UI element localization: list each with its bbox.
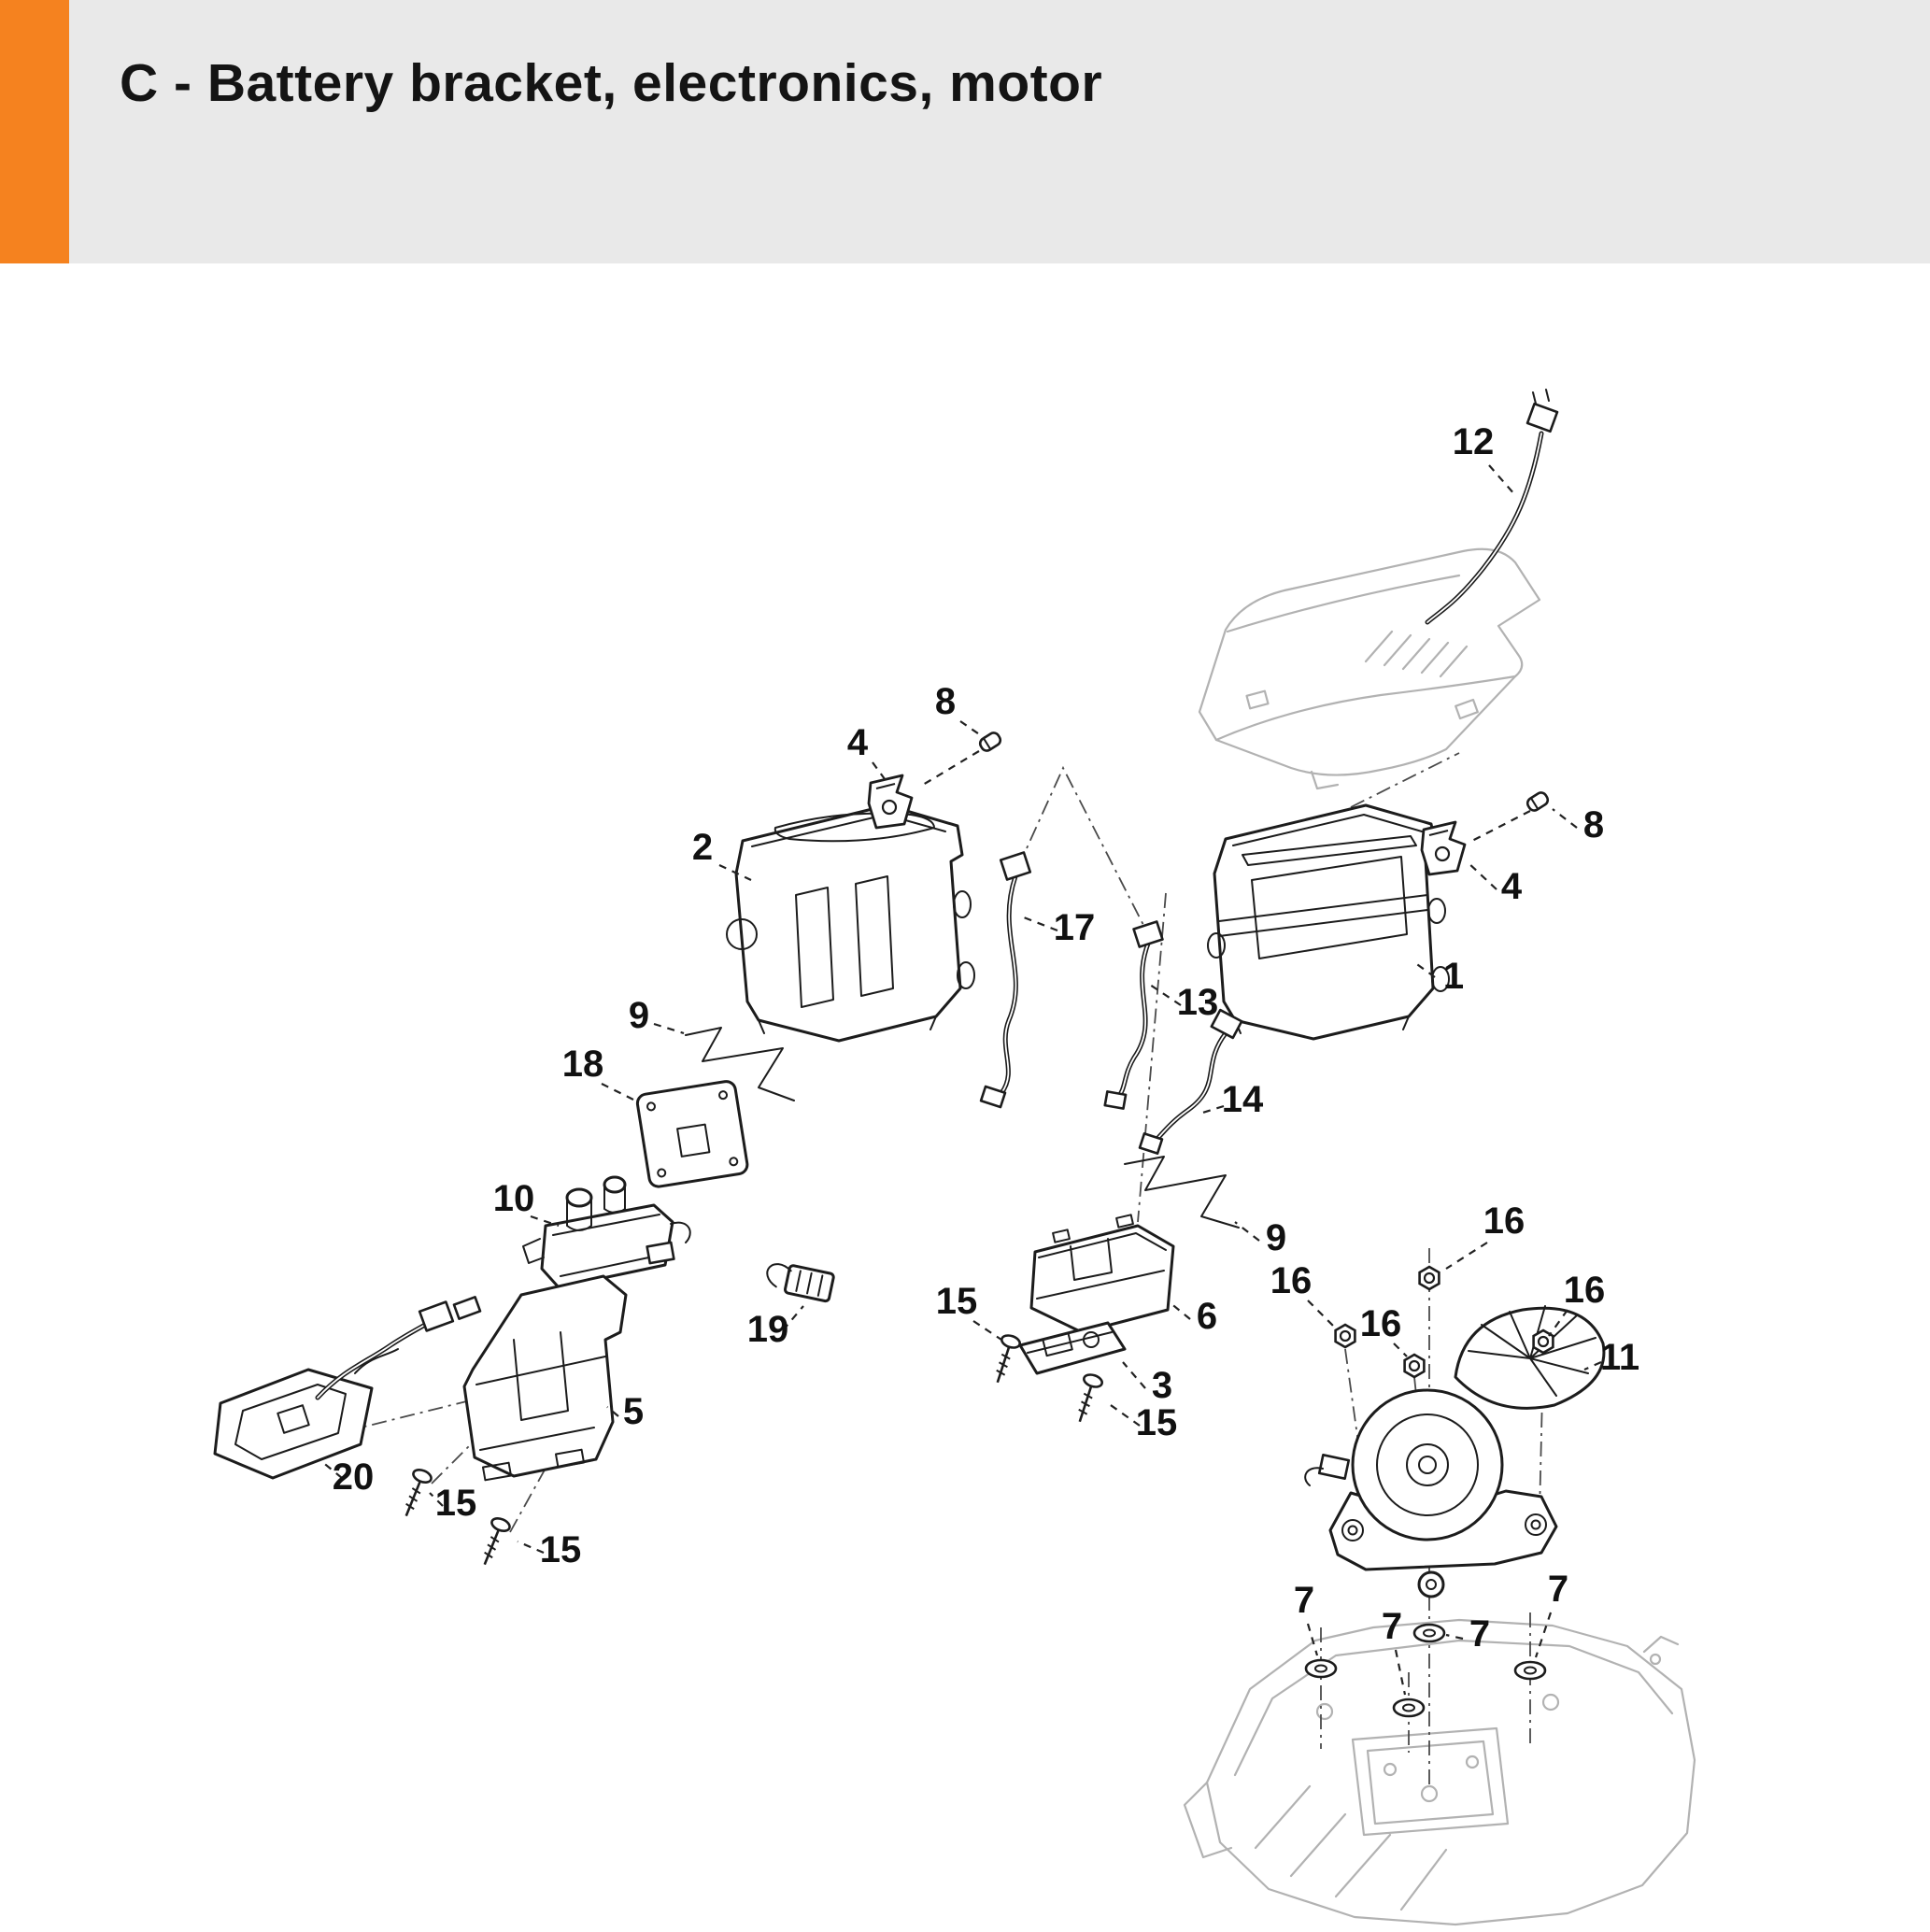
part-number-label-11: 11 <box>1600 1337 1639 1378</box>
washer-7-c <box>1392 1698 1426 1718</box>
part-number-label-16: 16 <box>1483 1200 1526 1242</box>
cap-8-right <box>1524 788 1552 815</box>
part-number-label-7: 7 <box>1294 1580 1314 1621</box>
nut-16-b <box>1334 1323 1356 1349</box>
part-number-label-15: 15 <box>936 1281 978 1322</box>
part-number-label-17: 17 <box>1054 907 1096 948</box>
page-title: C - Battery bracket, electronics, motor <box>120 53 1103 113</box>
part-number-label-3: 3 <box>1152 1365 1172 1406</box>
spring-9-left <box>685 1027 795 1101</box>
screw-15-d <box>475 1514 513 1570</box>
screw-15-a <box>986 1331 1023 1387</box>
cable-17 <box>979 851 1032 1109</box>
leader-lines <box>320 464 1602 1696</box>
spring-9-right <box>1124 1156 1240 1229</box>
part-number-label-8: 8 <box>935 681 956 722</box>
part-number-label-6: 6 <box>1197 1296 1217 1337</box>
washer-7-a <box>1304 1658 1338 1679</box>
part-number-label-1: 1 <box>1443 956 1464 997</box>
cap-8-left <box>976 729 1004 755</box>
cable-12 <box>1425 389 1559 625</box>
part-number-label-7: 7 <box>1469 1613 1490 1655</box>
part-number-label-9: 9 <box>629 995 649 1036</box>
washer-7-d <box>1513 1660 1547 1681</box>
part-number-label-16: 16 <box>1270 1260 1313 1301</box>
part-number-label-15: 15 <box>540 1529 582 1570</box>
nut-16-c <box>1403 1353 1426 1379</box>
cable-14 <box>1138 1008 1243 1155</box>
part-number-label-16: 16 <box>1360 1303 1402 1344</box>
part-number-label-10: 10 <box>493 1178 535 1219</box>
part-number-label-4: 4 <box>1501 866 1523 907</box>
part-number-label-14: 14 <box>1222 1079 1264 1120</box>
part-number-label-5: 5 <box>623 1391 644 1432</box>
part-number-label-4: 4 <box>847 722 869 763</box>
part-number-label-2: 2 <box>692 827 713 868</box>
latch-4-left <box>867 774 914 830</box>
brand-accent-bar <box>0 0 69 263</box>
connector-19 <box>766 1263 835 1303</box>
part-number-label-15: 15 <box>435 1483 477 1524</box>
bracket-6 <box>1029 1214 1175 1334</box>
part-number-label-15: 15 <box>1136 1402 1178 1443</box>
screw-15-b <box>1069 1371 1105 1427</box>
page-header: C - Battery bracket, electronics, motor <box>0 0 1930 263</box>
screw-15-c <box>396 1466 434 1521</box>
chassis-ghost <box>1183 1618 1696 1926</box>
part-number-label-20: 20 <box>333 1456 375 1498</box>
nut-16-a <box>1418 1265 1440 1291</box>
electronics-10 <box>522 1175 691 1289</box>
battery-bracket-1 <box>1207 803 1450 1041</box>
part-number-label-7: 7 <box>1382 1606 1402 1647</box>
battery-bracket-2 <box>726 803 975 1043</box>
harness-20 <box>213 1296 482 1480</box>
bracket-5 <box>462 1274 628 1482</box>
part-number-label-7: 7 <box>1548 1569 1568 1610</box>
part-number-label-16: 16 <box>1564 1270 1606 1311</box>
top-cover-ghost <box>1198 547 1541 790</box>
washer-7-b <box>1412 1623 1446 1643</box>
part-number-label-13: 13 <box>1177 982 1219 1023</box>
part-number-label-12: 12 <box>1453 421 1495 462</box>
motor-11 <box>1304 1305 1606 1598</box>
part-number-label-9: 9 <box>1266 1217 1286 1258</box>
cable-13 <box>1103 920 1164 1110</box>
latch-4-right <box>1420 820 1467 876</box>
part-number-label-19: 19 <box>747 1309 789 1350</box>
part-number-label-8: 8 <box>1583 804 1604 845</box>
part-number-label-18: 18 <box>562 1044 604 1085</box>
control-module-18 <box>635 1080 749 1188</box>
switch-3 <box>1018 1321 1127 1375</box>
